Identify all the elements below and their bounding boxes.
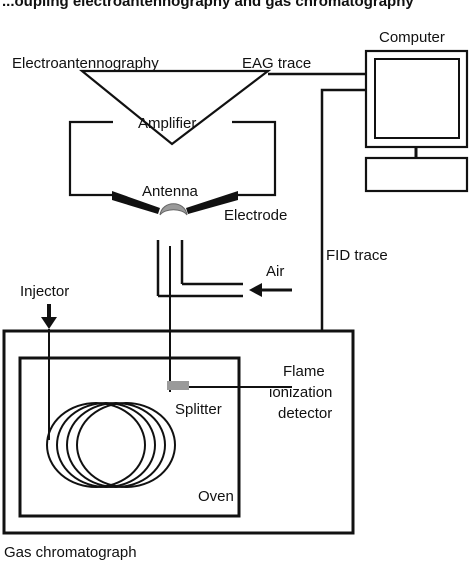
injector-label: Injector [20, 283, 69, 300]
electrode-label: Electrode [224, 207, 287, 224]
eag-trace-label: EAG trace [242, 55, 311, 72]
right-electrode [186, 191, 238, 214]
circuit-right-wire [232, 120, 277, 197]
left-arrow-icon [249, 283, 292, 297]
splitter-label: Splitter [175, 401, 222, 418]
circuit-left-wire [68, 120, 113, 197]
amplifier-triangle [78, 69, 272, 146]
oven-label: Oven [198, 488, 234, 505]
computer-screen [374, 58, 460, 139]
fid-label-line1: Flame [283, 363, 325, 380]
splitter-connector [167, 381, 189, 390]
computer-label: Computer [379, 29, 445, 46]
amplifier-label: Amplifier [138, 115, 196, 132]
computer-keyboard [364, 156, 469, 193]
down-arrow-icon [41, 304, 57, 329]
antenna-shape [159, 203, 188, 216]
computer-icon [364, 49, 469, 193]
fid-label-line3: detector [278, 405, 332, 422]
computer-monitor [364, 49, 469, 149]
left-electrode [112, 191, 160, 214]
antenna-label: Antenna [142, 183, 199, 200]
air-label: Air [266, 263, 284, 280]
gas-chromatograph-label: Gas chromatograph [4, 544, 137, 561]
fid-trace-label: FID trace [326, 247, 388, 264]
top-caption-partial: ...oupling electroantennography and gas … [2, 0, 414, 10]
gas-chromatograph-box [2, 329, 355, 535]
oven-box [18, 356, 241, 518]
fid-trace-line [320, 88, 366, 331]
fid-label-line2: ionization [269, 384, 332, 401]
electroantennography-label: Electroantennography [12, 55, 159, 72]
gc-column-coil [46, 402, 176, 488]
